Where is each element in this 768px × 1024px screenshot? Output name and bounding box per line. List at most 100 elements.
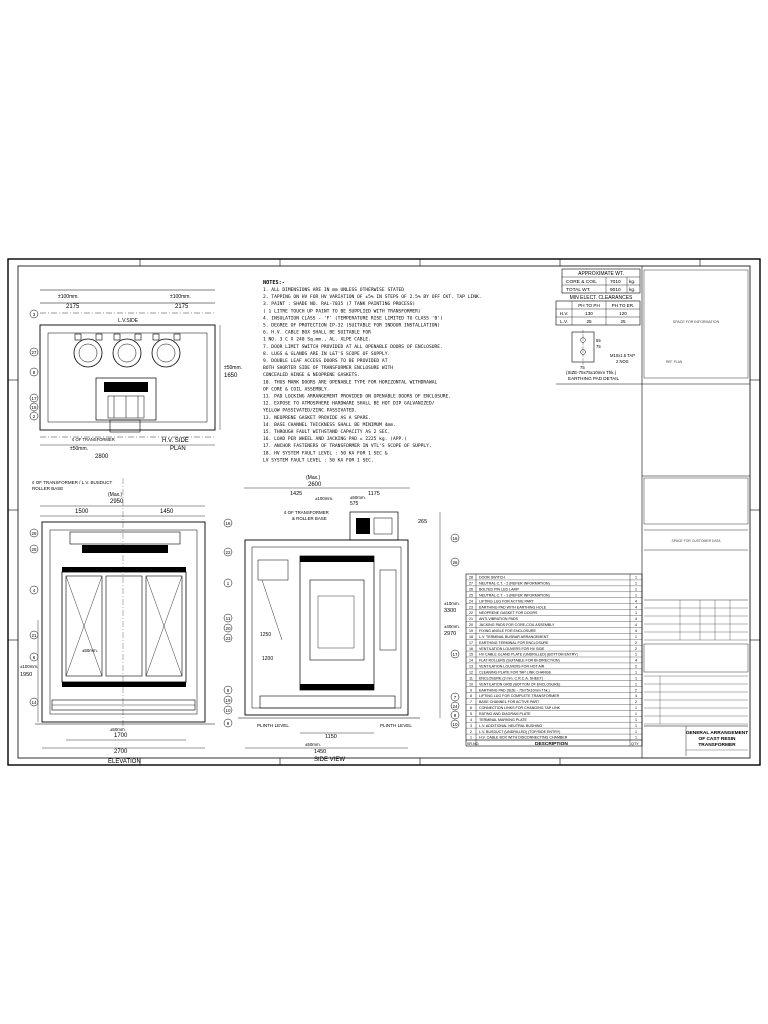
elevation-dim-1950: 1950 — [20, 672, 32, 678]
svg-text:25: 25 — [31, 547, 37, 552]
svg-text:9: 9 — [227, 721, 230, 726]
earthing-dim-75b: 75 — [580, 365, 585, 370]
bom-row-qty: 4 — [635, 617, 637, 621]
bom-header-description: DESCRIPTION — [535, 741, 568, 747]
bom-row-srno: 10 — [469, 682, 473, 686]
bom-row-description: EARTHING PAD (SIZE - 75x75x10mm Thk.) — [479, 688, 550, 692]
svg-text:10: 10 — [225, 708, 231, 713]
elevation-dim-50: ±50mm. — [110, 727, 126, 732]
plan-dim-2175-right: 2175 — [175, 304, 189, 310]
note-line: 2. TAPPING ON HV FOR HV VARIATION OF ±5%… — [263, 294, 482, 300]
note-line: 15. THROUGH FAULT WITHSTAND CAPACITY AS … — [263, 429, 390, 435]
clearances-lv-ph: 25 — [586, 319, 592, 324]
side-dim-3300: 3300 — [444, 608, 456, 614]
elevation-caption: ELEVATION — [108, 759, 141, 765]
side-plinth-left: PLINTH LEVEL — [257, 723, 289, 728]
bom-row-srno: 24 — [469, 599, 473, 603]
plan-dim-100-right: ±100mm. — [170, 294, 191, 300]
side-cl-transformer: ¢ OF TRANSFORMER — [284, 510, 329, 515]
svg-text:2: 2 — [33, 414, 36, 419]
note-line: 10. THUS MARK DOORS ARE OPENABLE TYPE FO… — [263, 379, 437, 385]
bom-row-description: ENCLOSURE (3 mm. C.R.C.A. SHEET) — [479, 676, 543, 680]
svg-text:8: 8 — [227, 688, 230, 693]
bom-row-qty: 4 — [635, 694, 637, 698]
bom-row-qty: 2 — [635, 665, 637, 669]
weights-row-1-label: TOTAL WT. — [566, 287, 590, 293]
side-dim-40: ±40mm. — [444, 624, 460, 629]
bom-row-srno: 26 — [469, 587, 473, 591]
side-max: (Max.) — [306, 475, 321, 481]
bom-row-qty: 4 — [635, 623, 637, 627]
bom-row-qty: 2 — [635, 700, 637, 704]
bom-row-qty: 1 — [635, 712, 637, 716]
bom-row-description: CLEANING PLATE FOR TAP LINK CHANGE — [479, 670, 552, 674]
elevation-dim-1700: 1700 — [114, 733, 128, 739]
svg-text:10: 10 — [452, 722, 458, 727]
inner-border — [17, 265, 751, 759]
bom-row-qty: 1 — [635, 730, 637, 734]
bom-row-description: FIXING ANGLE FOR ENCLOSURE — [479, 629, 537, 633]
notes-heading: NOTES:- — [263, 280, 285, 286]
bom-row-srno: 3 — [470, 724, 472, 728]
note-line: 17. ANCHOR FASTENERS OF TRANSFORMER IN V… — [263, 443, 432, 449]
side-dim-1200: 1200 — [262, 656, 273, 662]
bom-row-srno: 5 — [470, 712, 472, 716]
side-dim-575: 575 — [350, 501, 359, 507]
svg-text:23: 23 — [225, 636, 231, 641]
title-line-1: GENERAL ARRANGEMENT — [686, 730, 748, 736]
bom-row-description: HV CABLE GLAND PLATE (UNDRILLED) (BOTTOM… — [479, 653, 578, 657]
svg-text:16: 16 — [452, 536, 458, 541]
elevation-roller: ROLLER BASE — [32, 486, 63, 491]
title-line-3: TRANSFORMER — [698, 742, 736, 748]
note-line: 16. LOAD PER WHEEL AND JACKING PAD = 222… — [263, 436, 407, 442]
title-block: SPACE FOR INFORMATION REF. PLAN SPACE FO… — [641, 266, 750, 758]
side-dim-2970: 2970 — [444, 631, 456, 637]
side-dim-1450: 1450 — [314, 749, 326, 755]
weights-row-0-unit: kg. — [629, 279, 635, 285]
bom-header-srno: SR.NO. — [467, 742, 479, 746]
svg-text:26: 26 — [31, 531, 37, 536]
bom-row-srno: 1 — [470, 736, 472, 740]
bom-row-srno: 8 — [470, 694, 472, 698]
bom-row-srno: 9 — [470, 688, 472, 692]
plan-dim-50-bottom: ±50mm. — [70, 446, 88, 452]
weights-title: APPROXIMATE WT. — [578, 271, 624, 277]
weights-row-1-unit: kg. — [629, 287, 635, 293]
bom-row-description: FLAT ROLLERS (SUITABLE FOR BI-DIRECTION) — [479, 659, 560, 663]
bom-row-qty: 1 — [635, 653, 637, 657]
svg-text:11: 11 — [226, 616, 231, 621]
bom-row-description: LIFTING LUG FOR ACTIVE PART — [479, 599, 535, 603]
bom-row-qty: 1 — [635, 706, 637, 710]
bom-row-srno: 19 — [469, 629, 473, 633]
bom-row-qty: 2 — [635, 647, 637, 651]
side-dim-1175: 1175 — [368, 491, 380, 497]
bom-row-srno: 22 — [469, 611, 473, 615]
note-line: BOTH SHORTER SIDE OF TRANSFORMER ENCLOSU… — [263, 365, 393, 371]
bom-row-qty: 1 — [635, 582, 637, 586]
bom-row-description: BOLTED PIN LED LAMP — [479, 587, 519, 591]
bom-row-srno: 12 — [469, 670, 473, 674]
bom-row-description: H.V. CABLE BOX WITH DISCONNECTING CHAMBE… — [479, 736, 568, 740]
bom-row-srno: 13 — [469, 665, 473, 669]
bom-row-qty: 4 — [635, 605, 637, 609]
weights-row-0-label: CORE & COIL — [566, 279, 597, 285]
elevation-dim-2950: 2950 — [110, 499, 124, 505]
note-line: 8. LUGS & GLANDS ARE IN L&T'S SCOPE OF S… — [263, 351, 390, 357]
bom-row-srno: 28 — [469, 576, 473, 580]
clearances-hv-ph: 130 — [585, 311, 593, 316]
elevation-top-note: ¢ OF TRANSFORMER / L.V. BUSDUCT — [32, 480, 113, 485]
bom-row-qty: 1 — [635, 724, 637, 728]
bom-row-description: VENTILATION GRID (BOTTOM OF ENCLOSURE) — [479, 682, 560, 686]
bom-row-srno: 2 — [470, 730, 472, 734]
bom-row-description: RATING AND DIAGRAM PLATE — [479, 712, 531, 716]
bom-row-description: BASE CHANNEL FOR ACTIVE PART — [479, 700, 540, 704]
clearances-header-2: PH TO ER. — [612, 303, 635, 308]
side-dim-10: ±10mm. — [444, 601, 460, 606]
elevation-max: (Max.) — [108, 492, 123, 498]
bom-row-description: EARTHING TERMINAL FOR ENCLOSURE — [479, 641, 549, 645]
bom-row-description: VENTILATION LOUVERS FOR HOT AIR — [479, 665, 545, 669]
plan-dim-2175-left: 2175 — [66, 304, 80, 310]
title-block-customer-note: SPACE FOR CUSTOMER DATA — [671, 539, 721, 543]
note-line: LV SYSTEM FAULT LEVEL : 50 KA FOR 1 SEC. — [263, 457, 374, 463]
